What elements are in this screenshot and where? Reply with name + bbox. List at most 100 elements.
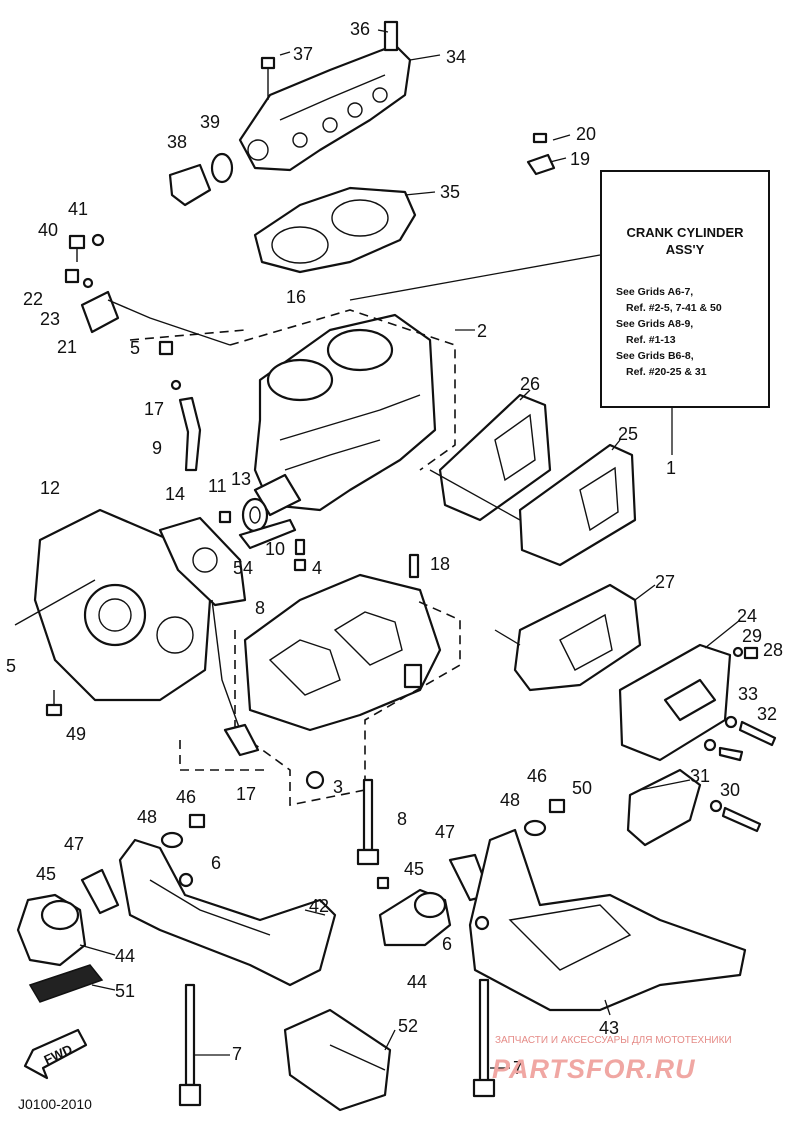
callout-18a: 18 xyxy=(430,554,450,574)
callout-51: 51 xyxy=(115,981,135,1001)
callout-49: 49 xyxy=(66,724,86,744)
callout-44b: 44 xyxy=(407,972,427,992)
callout-32a: 32 xyxy=(757,704,777,724)
callout-14: 14 xyxy=(165,484,185,504)
callout-21: 21 xyxy=(57,337,77,357)
callout-47b: 47 xyxy=(435,822,455,842)
callout-16: 16 xyxy=(286,287,306,307)
callout-22: 22 xyxy=(23,289,43,309)
callout-5b: 5 xyxy=(6,656,16,676)
small-fittings xyxy=(64,233,231,346)
note-line: Ref. #2-5, 7-41 & 50 xyxy=(626,302,722,314)
gasket-14 xyxy=(158,516,247,607)
callout-23: 23 xyxy=(40,309,60,329)
callout-12: 12 xyxy=(40,478,60,498)
callout-40: 40 xyxy=(38,220,58,240)
callout-33a: 33 xyxy=(738,684,758,704)
thermostat-38-39 xyxy=(168,152,234,207)
crankcase xyxy=(243,573,442,790)
callout-13: 13 xyxy=(231,469,251,489)
bolt-7-left xyxy=(178,983,202,1107)
note-references: See Grids A6-7, Ref. #2-5, 7-41 & 50 See… xyxy=(616,284,766,380)
bolt-49 xyxy=(45,690,63,717)
callout-45b: 45 xyxy=(404,859,424,879)
callout-6b: 6 xyxy=(442,934,452,954)
callout-52: 52 xyxy=(398,1016,418,1036)
callout-labels: 36 34 37 38 39 20 19 35 40 41 22 23 21 1… xyxy=(6,19,783,1078)
mount-44-right xyxy=(376,876,452,947)
callout-42: 42 xyxy=(309,896,329,916)
callout-47a: 47 xyxy=(64,834,84,854)
cover-26 xyxy=(438,393,552,522)
callout-46b: 46 xyxy=(527,766,547,786)
callout-1: 1 xyxy=(666,458,676,478)
clip-19-20 xyxy=(526,132,556,176)
exhaust-manifold xyxy=(238,20,412,172)
watermark-tagline: ЗАПЧАСТИ И АКСЕССУАРЫ ДЛЯ МОТОТЕХНИКИ xyxy=(495,1035,732,1046)
cover-25 xyxy=(518,443,637,567)
callout-45a: 45 xyxy=(36,864,56,884)
mount-bracket-42 xyxy=(118,838,337,987)
drawing-code: J0100-2010 xyxy=(18,1096,92,1112)
bolt-8 xyxy=(356,778,380,866)
callout-10: 10 xyxy=(265,539,285,559)
note-line: See Grids A6-7, xyxy=(616,286,694,298)
note-title-line2: ASS'Y xyxy=(665,242,705,257)
bracket-24 xyxy=(618,643,732,762)
drive-plate-12 xyxy=(33,508,212,702)
note-line: See Grids A8-9, xyxy=(616,318,694,330)
cylinder-block xyxy=(253,313,437,517)
washers xyxy=(160,798,566,849)
callout-48a: 48 xyxy=(137,807,157,827)
callout-35: 35 xyxy=(440,182,460,202)
callout-54: 54 xyxy=(233,558,253,578)
note-title: CRANK CYLINDER ASS'Y xyxy=(602,224,768,258)
mount-bracket-43 xyxy=(468,828,747,1012)
callout-46a: 46 xyxy=(176,787,196,807)
head-gasket xyxy=(253,186,417,274)
callout-2: 2 xyxy=(477,321,487,341)
cover-27 xyxy=(513,583,642,692)
hose-9 xyxy=(158,340,202,472)
callout-8b: 8 xyxy=(397,809,407,829)
seal-13 xyxy=(241,497,269,533)
note-title-line1: CRANK CYLINDER xyxy=(626,225,744,240)
callout-9: 9 xyxy=(152,438,162,458)
callout-43: 43 xyxy=(599,1018,619,1038)
mount-44-left xyxy=(16,893,104,1003)
callout-19: 19 xyxy=(570,149,590,169)
bolt-7-right xyxy=(472,978,496,1098)
callout-3: 3 xyxy=(333,777,343,797)
callout-17b: 17 xyxy=(236,784,256,804)
note-line: See Grids B6-8, xyxy=(616,350,694,362)
callout-5: 5 xyxy=(130,338,140,358)
callout-41: 41 xyxy=(68,199,88,219)
callout-36: 36 xyxy=(350,19,370,39)
clip-47-left xyxy=(80,868,120,915)
callout-6a: 6 xyxy=(211,853,221,873)
callout-7a: 7 xyxy=(232,1044,242,1064)
callout-39: 39 xyxy=(200,112,220,132)
callout-48b: 48 xyxy=(500,790,520,810)
callout-34: 34 xyxy=(446,47,466,67)
hose-54 xyxy=(238,518,297,550)
small-fasteners xyxy=(218,510,420,579)
callout-28: 28 xyxy=(763,640,783,660)
callout-27: 27 xyxy=(655,572,675,592)
reference-note-box: CRANK CYLINDER ASS'Y See Grids A6-7, Ref… xyxy=(600,170,770,408)
pad-52 xyxy=(283,1008,392,1112)
callout-38: 38 xyxy=(167,132,187,152)
callout-25: 25 xyxy=(618,424,638,444)
callout-29: 29 xyxy=(742,626,762,646)
callout-30: 30 xyxy=(720,780,740,800)
fwd-arrow-icon xyxy=(23,1028,88,1080)
callout-24: 24 xyxy=(737,606,757,626)
callout-31: 31 xyxy=(690,766,710,786)
callout-44a: 44 xyxy=(115,946,135,966)
note-line: Ref. #1-13 xyxy=(626,334,676,346)
callout-37: 37 xyxy=(293,44,313,64)
callout-11a: 11 xyxy=(208,476,227,496)
leader-lines xyxy=(79,29,741,1069)
callout-4: 4 xyxy=(312,558,322,578)
